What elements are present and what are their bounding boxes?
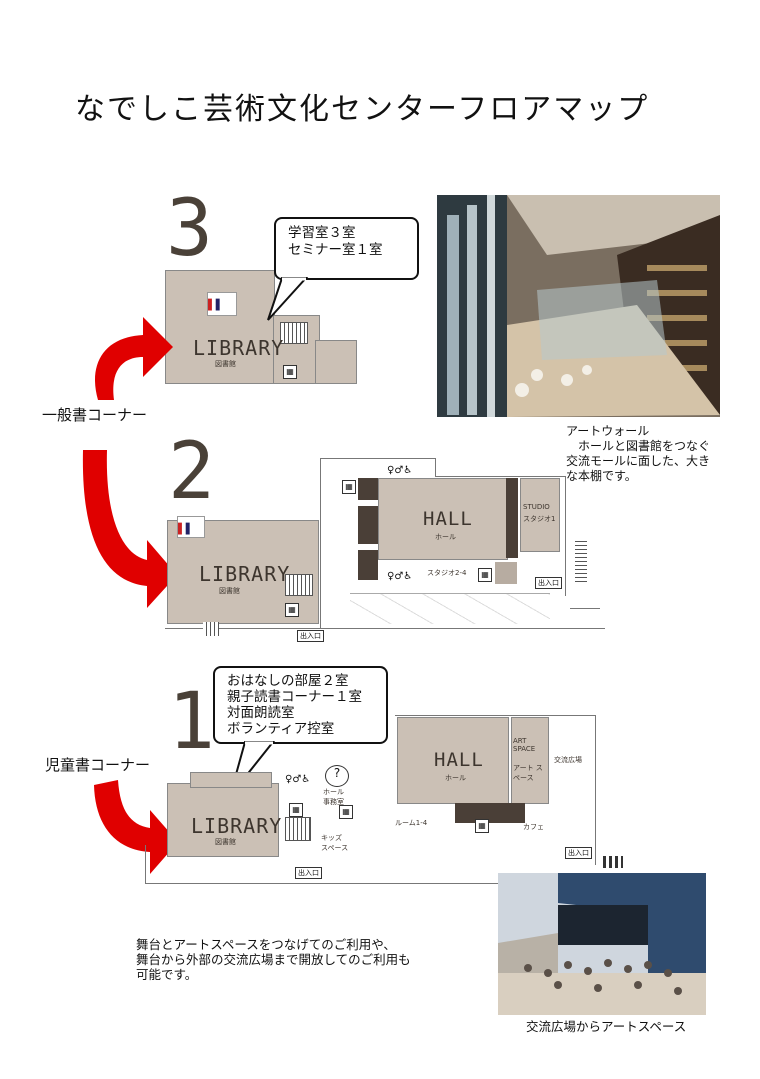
- floor-1-hall-sub: ホール: [445, 774, 466, 782]
- stairs-icon: [285, 574, 313, 596]
- hall-office-label: ホール 事務室: [323, 788, 344, 806]
- bubble-line: 親子読書コーナー１室: [227, 689, 362, 705]
- floor-1-entrance-south: 出入口: [295, 867, 322, 879]
- accessible-toilet-icon: ♀♂♿: [285, 774, 311, 785]
- general-books-label: 一般書コーナー: [42, 406, 148, 424]
- caption-line: 交流モールに面した、大き: [566, 454, 711, 468]
- kids-space-label: キッズ スペース: [321, 834, 349, 852]
- art-wall-photo: [437, 195, 720, 417]
- bubble-line: 学習室３室: [288, 225, 356, 241]
- floor-3-bubble: 学習室３室 セミナー室１室: [274, 217, 419, 280]
- plaza-photo: [498, 873, 706, 1015]
- floor-2-entrance-east: 出入口: [535, 577, 562, 589]
- bubble-line: セミナー室１室: [288, 242, 383, 258]
- elevator-icon: ▦: [342, 480, 356, 494]
- children-books-label: 児童書コーナー: [45, 756, 151, 774]
- floor-3-library-label: LIBRARY: [193, 336, 285, 360]
- red-arrow-floor-2: [82, 450, 177, 608]
- elevator-icon: ▦: [285, 603, 299, 617]
- plaza-label: 交流広場: [554, 756, 582, 764]
- caption-line: ホールと図書館をつなぐ: [566, 439, 711, 453]
- floor-2-hall-label: HALL: [423, 508, 473, 530]
- bubble-line: 対面朗読室: [227, 705, 295, 721]
- stairs-icon: [285, 817, 311, 841]
- stairs-icon: [203, 622, 219, 636]
- cafe-label: カフェ: [523, 823, 544, 831]
- floor-3-number: 3: [166, 184, 213, 274]
- accessible-toilet-icon: ♀♂♿: [387, 465, 413, 476]
- floor-1-number: 1: [168, 677, 215, 767]
- red-arrow-floor-1: [94, 780, 178, 874]
- red-arrow-floor-3: [95, 317, 173, 400]
- plaza-photo-caption: 交流広場からアートスペース: [526, 1019, 687, 1034]
- page-title: なでしこ芸術文化センターフロアマップ: [75, 92, 650, 127]
- floor-1-library-sub: 図書館: [215, 838, 236, 846]
- floor-1-plan: LIBRARY 図書館 ▦ ♀♂♿ ? ホール 事務室 キッズ スペース ▦ H…: [145, 715, 623, 890]
- floor-1-entrance-east: 出入口: [565, 847, 592, 859]
- toilet-icon: ▌▌: [207, 292, 237, 316]
- studio-sub: スタジオ1: [523, 515, 556, 523]
- floor-2-entrance-south: 出入口: [297, 630, 324, 642]
- elevator-icon: ▦: [339, 805, 353, 819]
- caption-line: 可能です。: [136, 967, 198, 982]
- floor-2-hall-sub: ホール: [435, 533, 456, 541]
- studio-label: STUDIO: [523, 503, 550, 511]
- floor-2-number: 2: [168, 427, 215, 517]
- caption-line: な本棚です。: [566, 469, 637, 483]
- caption-line: 舞台とアートスペースをつなげてのご利用や、: [136, 937, 396, 952]
- rooms-label: ルーム1-4: [395, 819, 428, 827]
- floor-1-hall-label: HALL: [434, 749, 484, 771]
- floor-2-plan: ▌▌ ▦ LIBRARY 図書館 HALL ホール STUDIO スタジオ1 ♀…: [165, 458, 605, 642]
- floor-2-library-sub: 図書館: [219, 587, 240, 595]
- elevator-icon: ▦: [283, 365, 297, 379]
- elevator-icon: ▦: [475, 819, 489, 833]
- floor-1-library-label: LIBRARY: [191, 814, 283, 838]
- studio-2-4-label: スタジオ2-4: [427, 569, 467, 577]
- floor-3-library-sub: 図書館: [215, 360, 236, 368]
- caption-line: アートウォール: [566, 424, 650, 438]
- toilet-icon: ▌▌: [177, 516, 205, 538]
- floor-1-bubble: おはなしの部屋２室 親子読書コーナー１室 対面朗読室 ボランティア控室: [213, 666, 388, 744]
- floor-2-library-label: LIBRARY: [199, 562, 291, 586]
- elevator-icon: ▦: [478, 568, 492, 582]
- stairs-icon: [603, 856, 623, 868]
- floor-3-plan: ▌▌ ▦ LIBRARY 図書館: [165, 270, 360, 385]
- info-icon: ?: [325, 765, 349, 787]
- floor-3-bubble-tail: [267, 277, 309, 321]
- art-space-jp-label: アート スペース: [513, 764, 543, 782]
- art-space-label: ART SPACE: [513, 737, 536, 753]
- stairs-icon: [575, 540, 587, 585]
- caption-line: 舞台から外部の交流広場まで開放してのご利用も: [136, 952, 411, 967]
- art-wall-caption: アートウォール ホールと図書館をつなぐ 交流モールに面した、大き な本棚です。: [566, 424, 710, 484]
- accessible-toilet-icon: ♀♂♿: [387, 571, 413, 582]
- atrium-void: [350, 593, 550, 624]
- bubble-line: ボランティア控室: [227, 721, 335, 737]
- open-use-caption: 舞台とアートスペースをつなげてのご利用や、 舞台から外部の交流広場まで開放しての…: [136, 937, 411, 982]
- bubble-line: おはなしの部屋２室: [227, 673, 349, 689]
- stairs-icon: [280, 322, 308, 344]
- elevator-icon: ▦: [289, 803, 303, 817]
